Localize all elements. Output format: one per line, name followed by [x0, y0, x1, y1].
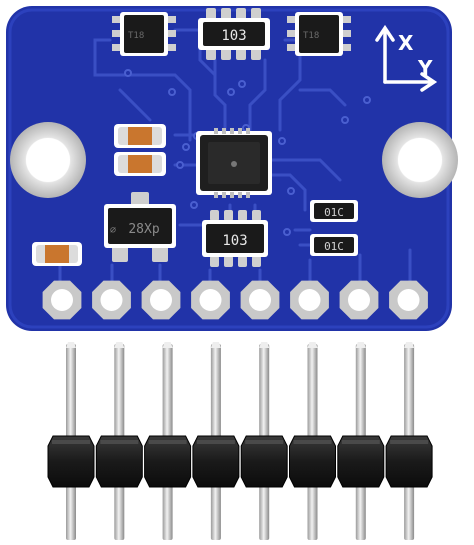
header-plastic-highlight — [341, 440, 380, 444]
header-plastic-highlight — [148, 440, 187, 444]
capacitor-right-lower — [310, 234, 358, 256]
header-pad-icon — [141, 280, 181, 320]
capacitor-bottom-left — [32, 242, 82, 266]
header-plastic-highlight — [52, 440, 90, 444]
header-pad-icon — [389, 280, 428, 320]
header-plastic-highlight — [196, 440, 235, 444]
svg-text:T18: T18 — [303, 31, 319, 41]
header-plastic-segment — [192, 435, 240, 488]
capacitor-left-lower — [114, 152, 166, 176]
resistor-mid-label: 103 — [222, 233, 247, 249]
header-plastic-highlight — [390, 440, 429, 444]
header-pin-tip — [355, 342, 366, 348]
header-pin-tip — [114, 342, 125, 348]
header-pin-tip — [66, 342, 76, 348]
header-plastic-segment — [47, 435, 95, 488]
chip-top-right: T18 — [287, 12, 351, 56]
header-pads — [42, 280, 428, 320]
header-plastic-segment — [385, 435, 433, 488]
header-plastic-segment — [337, 435, 385, 488]
resistor-network-top — [198, 8, 270, 60]
header-pin-tip — [162, 342, 173, 348]
mounting-hole-left — [10, 122, 86, 198]
resistor-network-mid — [202, 210, 268, 267]
header-pin-tip — [307, 342, 318, 348]
cap-label-2: 01C — [324, 240, 344, 253]
regulator-label: 28Xp — [128, 222, 159, 237]
resistor-top-label: 103 — [221, 28, 246, 44]
header-pin-tip — [259, 342, 270, 348]
chip-regulator: ⌀ — [104, 192, 176, 262]
header-plastic-segment — [95, 435, 143, 488]
header-plastic-highlight — [245, 440, 284, 444]
svg-text:⌀: ⌀ — [110, 225, 116, 236]
cap-label-1: 01C — [324, 206, 344, 219]
svg-text:T18: T18 — [128, 31, 144, 41]
header-plastic-segment — [240, 435, 288, 488]
header-pad-icon — [191, 280, 230, 320]
header-plastic-highlight — [293, 440, 332, 444]
axis-y-label: Y — [417, 56, 433, 80]
capacitor-left-upper — [114, 124, 166, 148]
chip-main-sensor — [196, 128, 272, 198]
header-pad-icon — [42, 280, 82, 320]
mounting-hole-right — [382, 122, 458, 198]
axis-arrows-icon — [375, 24, 438, 92]
header-pad-icon — [290, 280, 329, 320]
header-plastic-highlight — [100, 440, 139, 444]
pin-header — [47, 342, 433, 540]
header-plastic-segment — [144, 435, 192, 488]
header-plastic-segment — [289, 435, 336, 488]
header-pin-tip — [210, 342, 221, 348]
header-pad-icon — [339, 280, 379, 320]
chip-top-left: T18 — [112, 12, 176, 56]
header-pad-icon — [92, 280, 131, 320]
capacitor-right-upper — [310, 200, 358, 222]
header-pad-icon — [240, 280, 280, 320]
header-pin-tip — [404, 342, 415, 348]
axis-x-label: X — [398, 31, 414, 55]
